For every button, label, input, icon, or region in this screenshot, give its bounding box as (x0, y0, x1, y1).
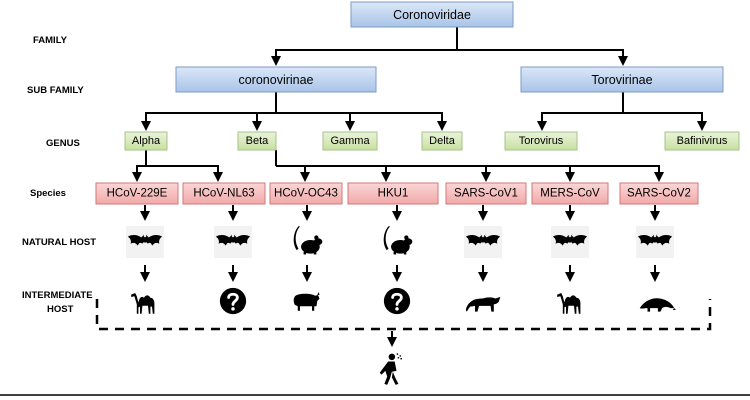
camel-icon (131, 293, 155, 314)
row-label-subfamily: SUB FAMILY (27, 85, 84, 96)
genus-box-delta (421, 131, 463, 151)
species-box-sars-cov2 (619, 182, 699, 205)
subfamily-box-torovirinae (520, 66, 724, 93)
genus-box-torovirus (504, 131, 578, 151)
genus-box-gamma (322, 131, 378, 151)
species-label-hku1: HKU1 (378, 188, 409, 200)
family-connectors (271, 27, 628, 66)
genus-label-torovirus: Torovirus (519, 135, 564, 147)
row-label-family: FAMILY (33, 35, 68, 46)
genus-connectors (132, 150, 664, 182)
row-label-natural-host: NATURAL HOST (22, 237, 96, 248)
host-columns (126, 205, 676, 315)
question-icon (383, 287, 411, 315)
subfamily-label-torovirinae: Torovirinae (591, 73, 652, 87)
species-row: HCoV-229E HCoV-NL63 HCoV-OC43 HKU1 SARS-… (95, 182, 699, 205)
species-label-hcov-nl63: HCoV-NL63 (193, 188, 254, 200)
species-label-hcov-229e: HCoV-229E (107, 188, 168, 200)
rodent-icon (383, 226, 413, 255)
camel-icon (557, 293, 581, 314)
genus-label-bafinivirus: Bafinivirus (677, 135, 728, 147)
question-icon (219, 287, 247, 315)
species-label-sars-cov1: SARS-CoV1 (454, 188, 518, 200)
genus-box-alpha (124, 131, 168, 151)
subfamily-label-coronovirinae: coronovirinae (238, 73, 313, 87)
species-box-hcov-229e (95, 182, 179, 205)
genus-label-beta: Beta (246, 135, 270, 147)
dashed-collector (95, 299, 712, 347)
genus-box-bafinivirus (664, 131, 740, 151)
species-box-hku1 (347, 182, 439, 205)
row-label-intermediate-host-line1: INTERMEDIATE (22, 290, 93, 301)
genus-box-beta (237, 131, 277, 151)
species-label-hcov-oc43: HCoV-OC43 (274, 188, 338, 200)
species-label-sars-cov2: SARS-CoV2 (627, 188, 691, 200)
species-box-sars-cov1 (445, 182, 527, 205)
genus-label-gamma: Gamma (330, 135, 370, 147)
genus-label-delta: Delta (429, 135, 456, 147)
civet-icon (466, 296, 501, 312)
family-box (350, 1, 514, 28)
row-label-genus: GENUS (46, 138, 80, 149)
subfamily-connectors (141, 92, 707, 131)
genus-label-alpha: Alpha (132, 135, 161, 147)
species-label-mers-cov: MERS-CoV (540, 188, 600, 200)
row-label-species: Species (30, 188, 66, 199)
sick-human-icon (379, 353, 403, 385)
family-label: Coronoviridae (393, 8, 471, 22)
species-box-hcov-nl63 (182, 182, 266, 205)
rodent-icon (293, 226, 323, 255)
species-box-hcov-oc43 (269, 182, 343, 205)
species-box-mers-cov (531, 182, 609, 205)
row-label-intermediate-host-line2: HOST (47, 304, 74, 315)
pangolin-icon (639, 298, 676, 312)
cattle-icon (293, 292, 320, 311)
genus-row: Alpha Beta Gamma Delta Torovirus Bafiniv… (124, 131, 740, 151)
subfamily-box-coronovirinae (175, 66, 377, 93)
